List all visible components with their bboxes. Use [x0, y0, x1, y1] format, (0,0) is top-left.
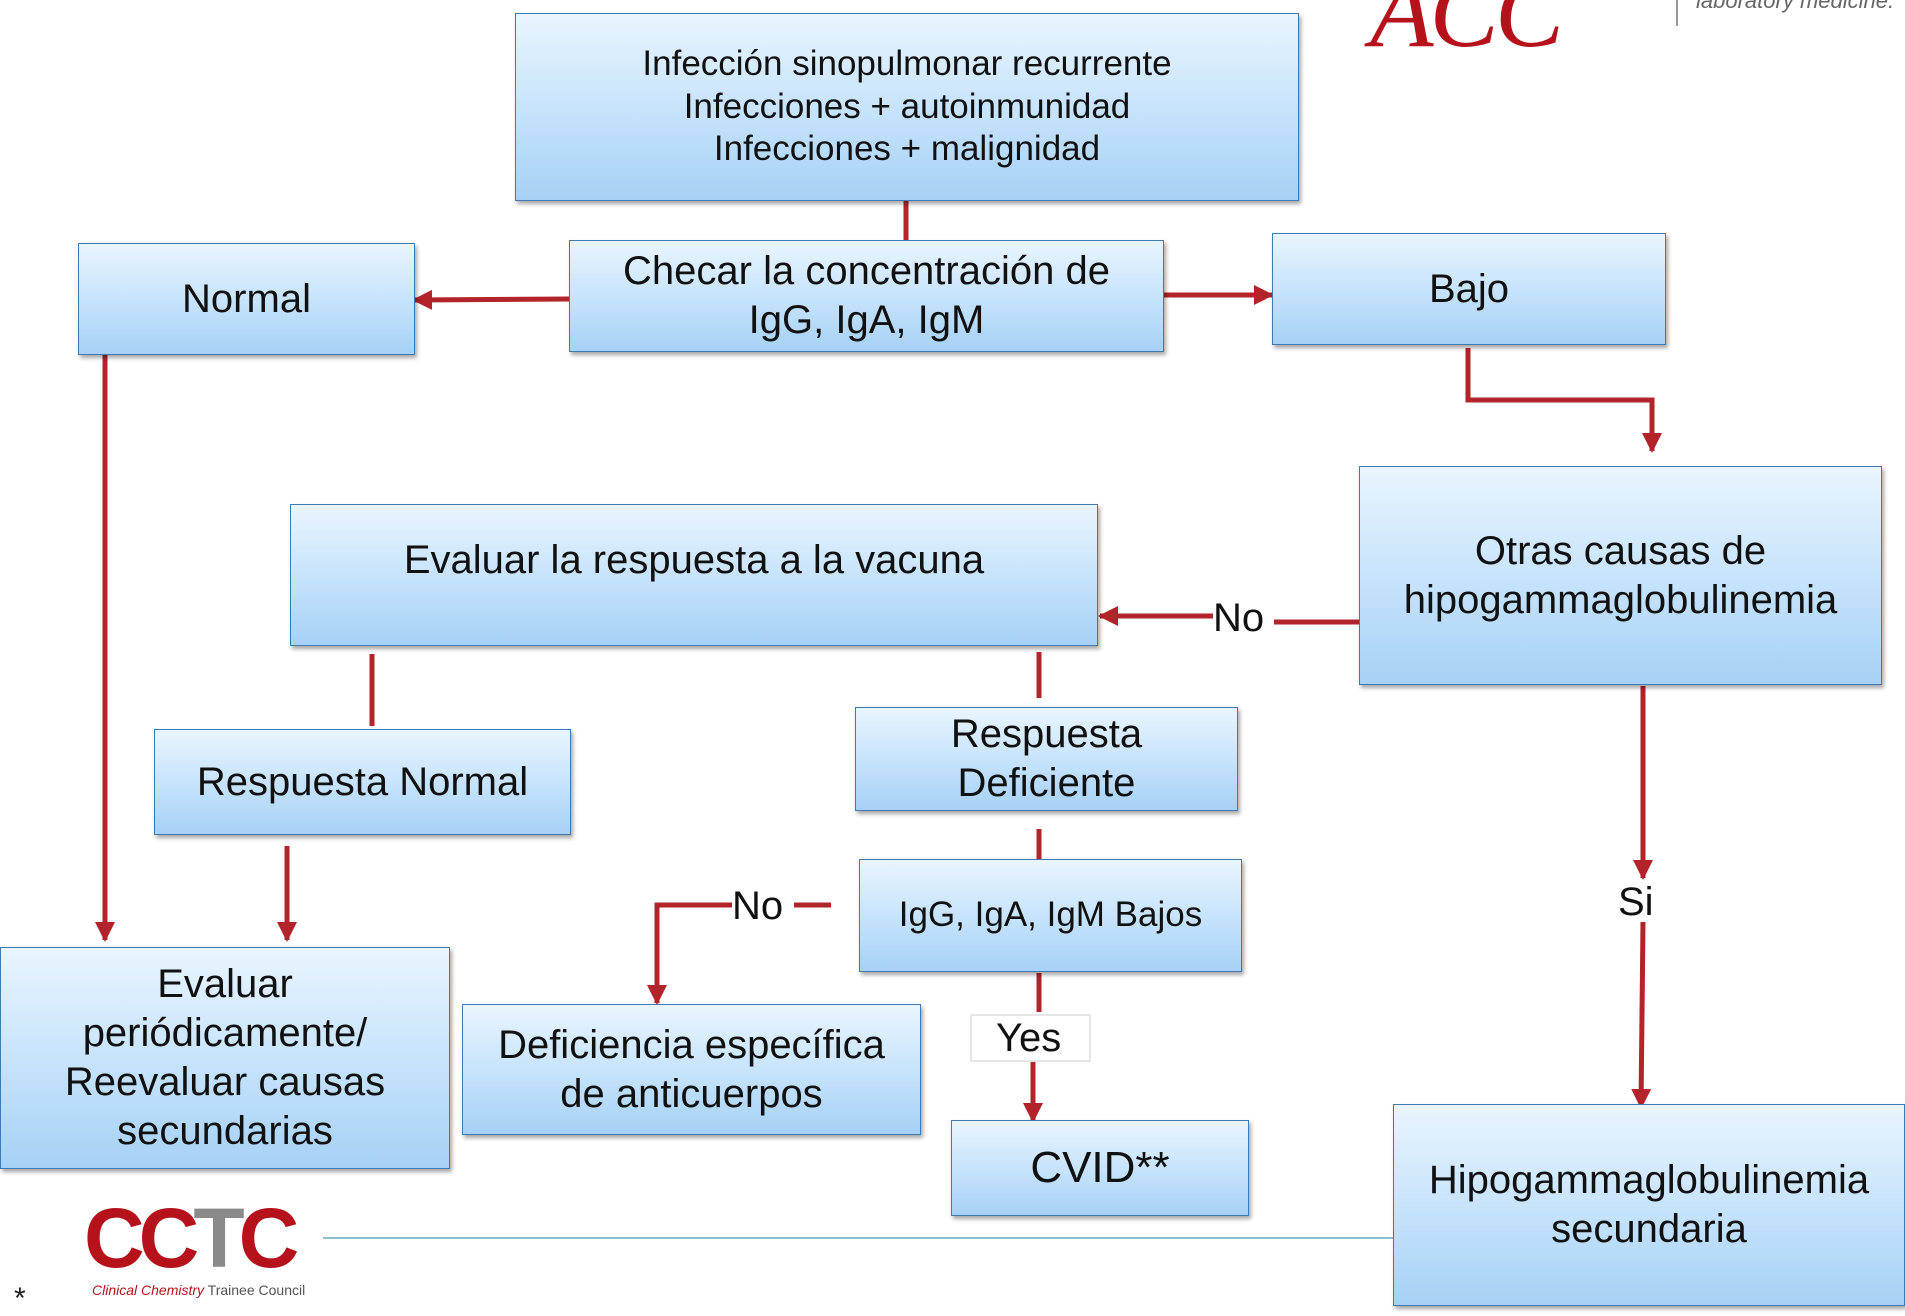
cctc-wordmark: CCTC [84, 1191, 299, 1285]
edge-label-igs-yes: Yes [970, 1014, 1092, 1062]
node-hipogammaglobulinemia-secundaria-text: Hipogammaglobulinemia secundaria [1428, 1158, 1870, 1251]
node-normal-text: Normal [182, 276, 311, 321]
acc-logo: ACC [1370, 0, 1564, 69]
node-bajo: Bajo [1272, 233, 1666, 345]
edge-label-igs-no: No [732, 884, 784, 928]
node-cvid-text: CVID** [1030, 1143, 1170, 1193]
node-evaluar-vacuna-text: Evaluar la respuesta a la vacuna [403, 537, 985, 582]
node-presentacion: Infección sinopulmonar recurrente Infecc… [515, 13, 1299, 201]
node-respuesta-normal: Respuesta Normal [154, 729, 571, 835]
node-igs-bajos: IgG, IgA, IgM Bajos [859, 859, 1242, 972]
node-respuesta-deficiente-text: Respuesta Deficiente [950, 712, 1143, 805]
node-deficiencia-especifica: Deficiencia específica de anticuerpos [462, 1004, 921, 1135]
footnote-asterisk: * [14, 1282, 26, 1315]
node-otras-causas-text: Otras causas de hipogammaglobulinemia [1403, 528, 1838, 622]
edge-label-otras-si: Si [1618, 880, 1654, 924]
node-deficiencia-especifica-text: Deficiencia específica de anticuerpos [498, 1022, 885, 1116]
node-otras-causas: Otras causas de hipogammaglobulinemia [1359, 466, 1882, 685]
node-cvid: CVID** [951, 1120, 1249, 1216]
arrow-bajo-to-otras [1465, 348, 1662, 453]
node-normal: Normal [78, 243, 415, 355]
arrow-checar-to-normal [412, 289, 572, 310]
arrow-no-label-to-deficiencia [647, 902, 732, 1005]
edge-label-otras-no: No [1213, 596, 1265, 640]
node-respuesta-deficiente: Respuesta Deficiente [855, 707, 1238, 811]
footer-divider [323, 1237, 1393, 1239]
node-bajo-text: Bajo [1428, 266, 1510, 311]
node-hipogammaglobulinemia-secundaria: Hipogammaglobulinemia secundaria [1393, 1104, 1905, 1306]
node-presentacion-text: Infección sinopulmonar recurrente Infecc… [642, 43, 1172, 169]
arrow-si-label-to-secundaria [1631, 921, 1652, 1109]
node-evaluar-vacuna: Evaluar la respuesta a la vacuna [290, 504, 1098, 646]
node-checar-concentracion: Checar la concentración de IgG, IgA, IgM [569, 240, 1164, 352]
cctc-subtitle: Clinical Chemistry Trainee Council [92, 1282, 306, 1298]
node-igs-bajos-text: IgG, IgA, IgM Bajos [898, 895, 1203, 935]
node-respuesta-normal-text: Respuesta Normal [196, 759, 529, 804]
cctc-logo: CCTC Clinical Chemistry Trainee Council [84, 1196, 305, 1298]
node-checar-concentracion-text: Checar la concentración de IgG, IgA, IgM [623, 249, 1110, 342]
logo-divider [1676, 0, 1678, 26]
node-evaluar-periodicamente-text: Evaluar periódicamente/ Reevaluar causas… [64, 962, 386, 1153]
node-evaluar-periodicamente: Evaluar periódicamente/ Reevaluar causas… [0, 947, 450, 1169]
acc-tagline: laboratory medicine. [1696, 0, 1895, 13]
